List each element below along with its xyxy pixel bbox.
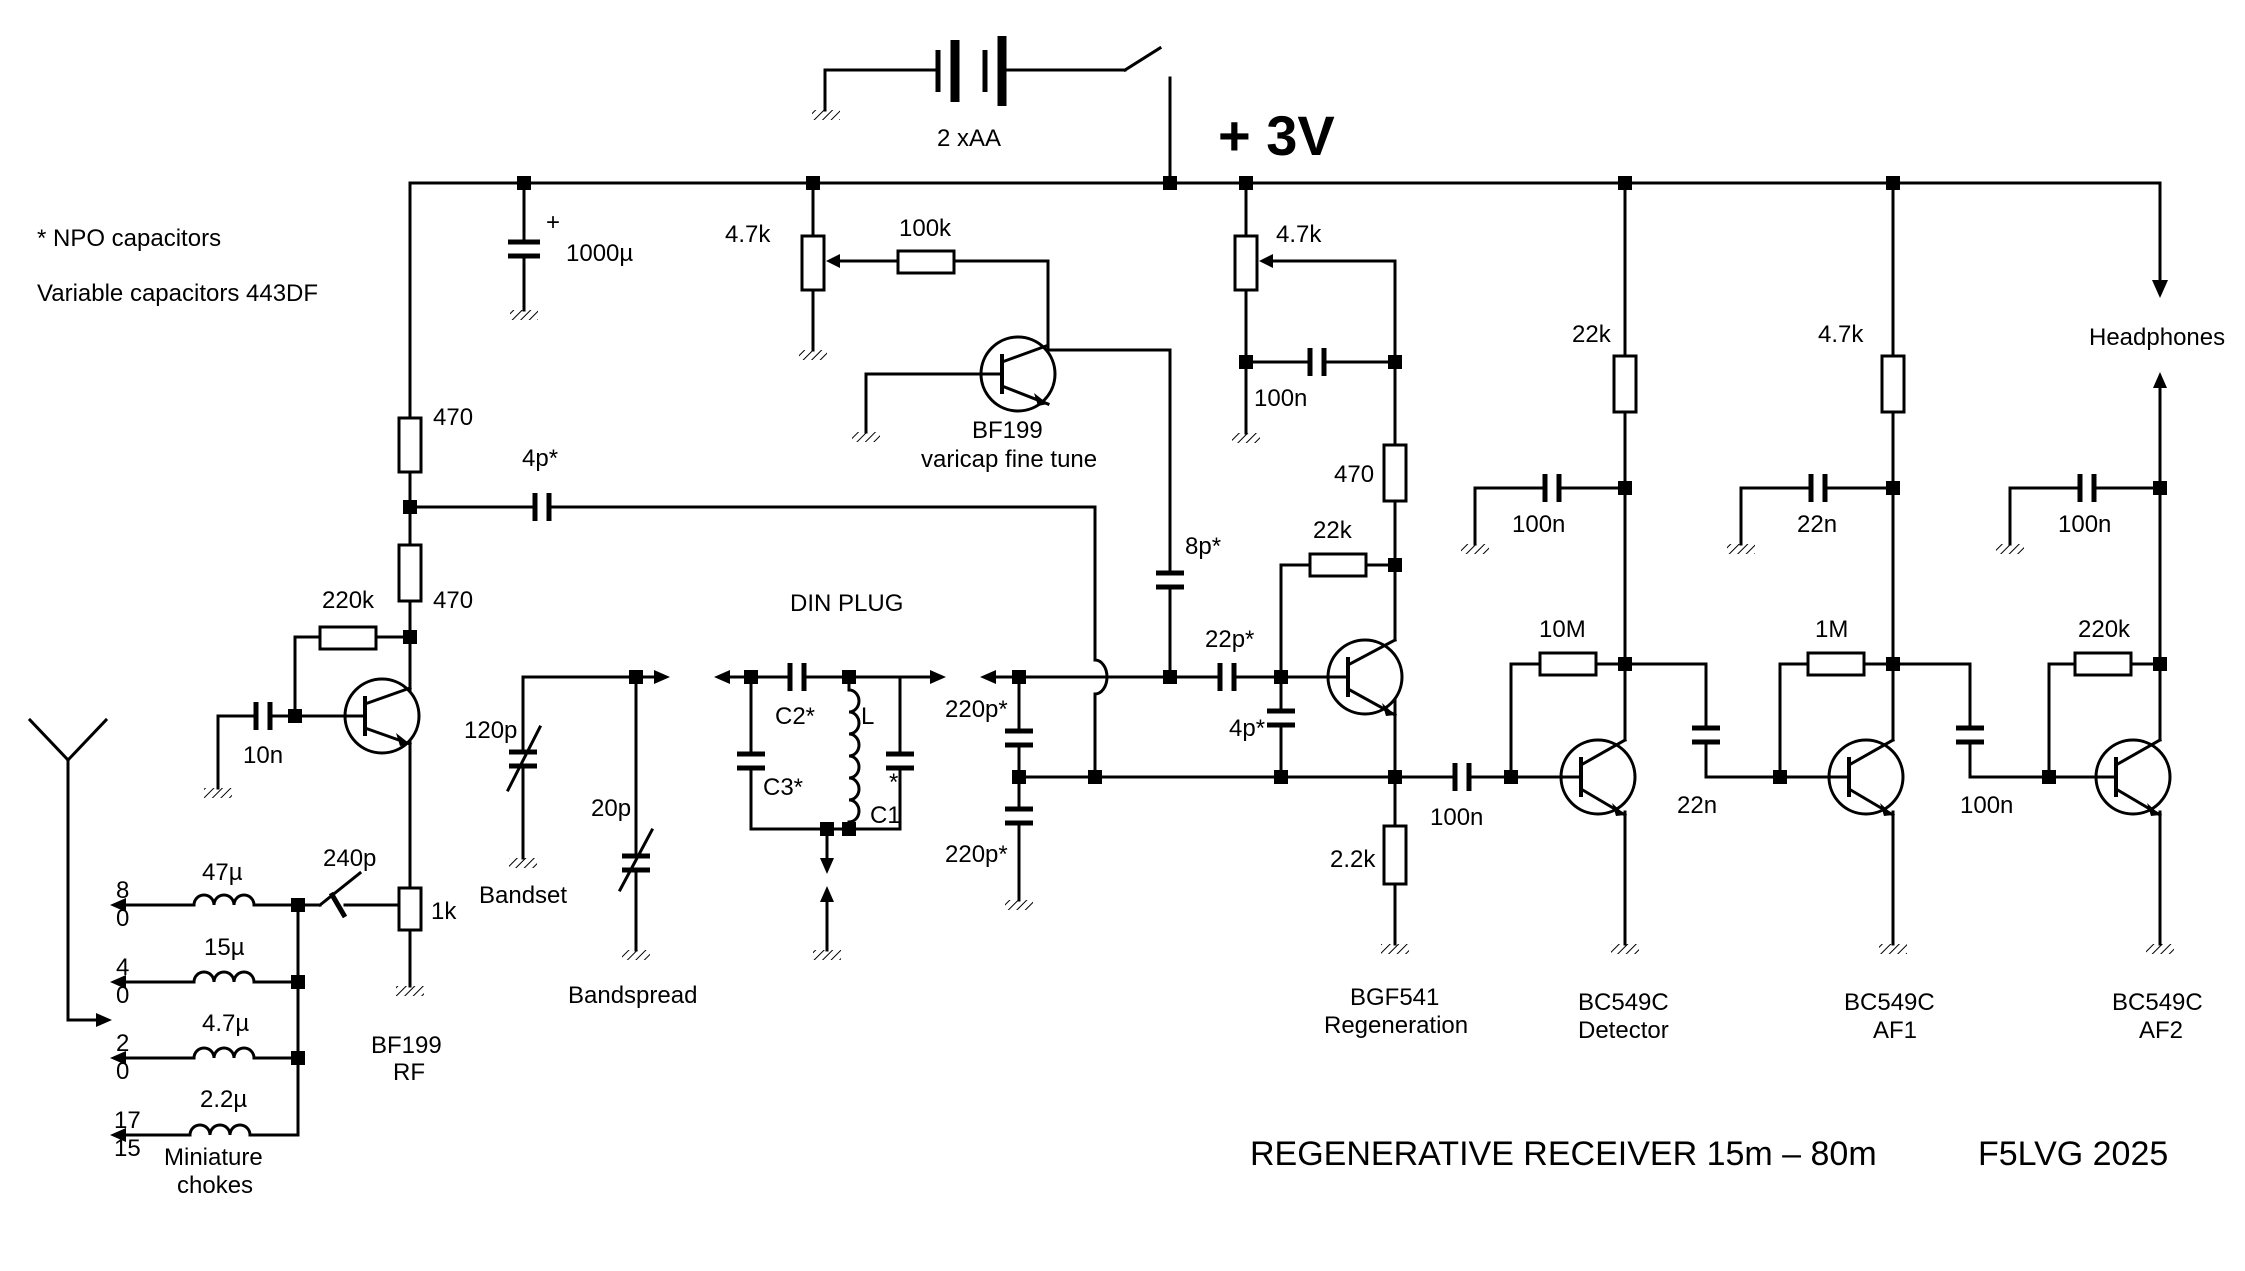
- r-220k-af2-label: 220k: [2078, 616, 2131, 643]
- r-470-top-label: 470: [433, 404, 473, 431]
- c2-label: C2*: [775, 703, 815, 730]
- r-4k7-af1-label: 4.7k: [1818, 321, 1864, 348]
- choke-15u-label: 15µ: [204, 934, 245, 961]
- c-220p-b-label: 220p*: [945, 841, 1008, 868]
- battery-ground: [812, 110, 840, 120]
- c-8p-label: 8p*: [1185, 533, 1221, 560]
- band-4-top: 17: [114, 1107, 141, 1134]
- r-22k-reg-label: 22k: [1313, 517, 1353, 544]
- diagram-author: F5LVG 2025: [1978, 1135, 2168, 1173]
- r-220k-rf-label: 220k: [322, 587, 375, 614]
- varicap-transistor-role: varicap fine tune: [921, 446, 1097, 473]
- regeneration-wiring: [1232, 181, 1512, 954]
- transistor-bc549c-af2: [2047, 737, 2172, 818]
- band-4-bottom: 15: [114, 1135, 141, 1162]
- rf-stage-wiring: [204, 181, 1097, 996]
- c-20p-label: 20p: [591, 795, 631, 822]
- detector-wiring: [1461, 181, 1782, 954]
- r-1k-label: 1k: [431, 898, 457, 925]
- choke-4u7-label: 4.7µ: [202, 1010, 249, 1037]
- band-3-bottom: 0: [116, 1058, 129, 1085]
- din-plug-module: [714, 663, 946, 960]
- r-22k-det-label: 22k: [1572, 321, 1612, 348]
- band-2-bottom: 0: [116, 982, 129, 1009]
- det-transistor-role: Detector: [1578, 1017, 1669, 1044]
- transistor-bc549c-detector: [1509, 737, 1637, 818]
- band-1-top: 8: [116, 877, 129, 904]
- band-1-bottom: 0: [116, 905, 129, 932]
- choke-2u2-label: 2.2µ: [200, 1086, 247, 1113]
- battery-symbol: [823, 36, 1172, 185]
- pot-4k7-left-label: 4.7k: [725, 221, 771, 248]
- c1-star: *: [889, 769, 898, 796]
- supply-rail: [408, 181, 2168, 298]
- rf-transistor-name: BF199: [371, 1032, 442, 1059]
- rf-junctions: [288, 500, 417, 723]
- af2-transistor-name: BC549C: [2112, 989, 2203, 1016]
- r-100k-label: 100k: [899, 215, 952, 242]
- c-22n-cpl-label: 22n: [1677, 792, 1717, 819]
- transistor-bf199-varicap: [864, 335, 1057, 413]
- c-100n-reg-label: 100n: [1254, 385, 1307, 412]
- c-4p-reg-label: 4p*: [1229, 715, 1265, 742]
- c-100n-det-in-label: 100n: [1430, 804, 1483, 831]
- l-label: L: [861, 703, 874, 730]
- af1-transistor-role: AF1: [1873, 1017, 1917, 1044]
- headphones-label: Headphones: [2089, 324, 2225, 351]
- c1-label: C1: [870, 802, 901, 829]
- reg-transistor-role: Regeneration: [1324, 1012, 1468, 1039]
- note-npo: * NPO capacitors: [37, 225, 221, 252]
- note-varcap: Variable capacitors 443DF: [37, 280, 318, 307]
- choke-bank: [296, 870, 401, 1137]
- reg-transistor-name: BGF541: [1350, 984, 1439, 1011]
- r-470-reg-label: 470: [1334, 461, 1374, 488]
- antenna-symbol: [27, 717, 112, 1027]
- battery-label: 2 xAA: [937, 125, 1001, 152]
- det-transistor-name: BC549C: [1578, 989, 1669, 1016]
- varicap-transistor-name: BF199: [972, 417, 1043, 444]
- c3-label: C3*: [763, 774, 803, 801]
- c-100n-af2-label: 100n: [2058, 511, 2111, 538]
- band-2-top: 4: [116, 954, 129, 981]
- transistor-bf199-rf: [293, 677, 421, 755]
- c-100n-det-label: 100n: [1512, 511, 1565, 538]
- chokes-note-1: Miniature: [164, 1144, 263, 1171]
- r-1M-label: 1M: [1815, 616, 1848, 643]
- rf-transistor-role: RF: [393, 1059, 425, 1086]
- transistor-bc549c-af1: [1778, 737, 1905, 818]
- r-470-mid-label: 470: [433, 587, 473, 614]
- diagram-title: REGENERATIVE RECEIVER 15m – 80m: [1250, 1135, 1877, 1173]
- af1-transistor-name: BC549C: [1844, 989, 1935, 1016]
- c-4p-top-label: 4p*: [522, 445, 558, 472]
- bandspread-label: Bandspread: [568, 982, 697, 1009]
- c-240p-label: 240p: [323, 845, 376, 872]
- c-220p-a-label: 220p*: [945, 696, 1008, 723]
- capacitor-1000u: [508, 181, 540, 320]
- c-22n-af1-label: 22n: [1797, 511, 1837, 538]
- transistor-bgf541: [1323, 637, 1404, 718]
- af2-transistor-role: AF2: [2139, 1017, 2183, 1044]
- chokes-note-2: chokes: [177, 1172, 253, 1199]
- r-2k2-label: 2.2k: [1330, 846, 1376, 873]
- chokes: [110, 893, 305, 1142]
- c-10n-label: 10n: [243, 742, 283, 769]
- supply-voltage-label: + 3V: [1218, 104, 1335, 167]
- din-plug-label: DIN PLUG: [790, 590, 903, 617]
- af1-wiring: [1727, 181, 2051, 954]
- c-120p-label: 120p: [464, 717, 517, 744]
- c-1000u-plus: +: [546, 209, 560, 236]
- bandset-bandspread: [505, 670, 670, 960]
- c-22p-label: 22p*: [1205, 626, 1254, 653]
- c-1000u-label: 1000µ: [566, 240, 633, 267]
- band-3-top: 2: [116, 1030, 129, 1057]
- pot-4k7-reg-label: 4.7k: [1276, 221, 1322, 248]
- c-100n-cpl-label: 100n: [1960, 792, 2013, 819]
- af2-wiring: [1996, 372, 2174, 954]
- choke-47u-label: 47µ: [202, 859, 243, 886]
- bandset-label: Bandset: [479, 882, 567, 909]
- r-10M-label: 10M: [1539, 616, 1586, 643]
